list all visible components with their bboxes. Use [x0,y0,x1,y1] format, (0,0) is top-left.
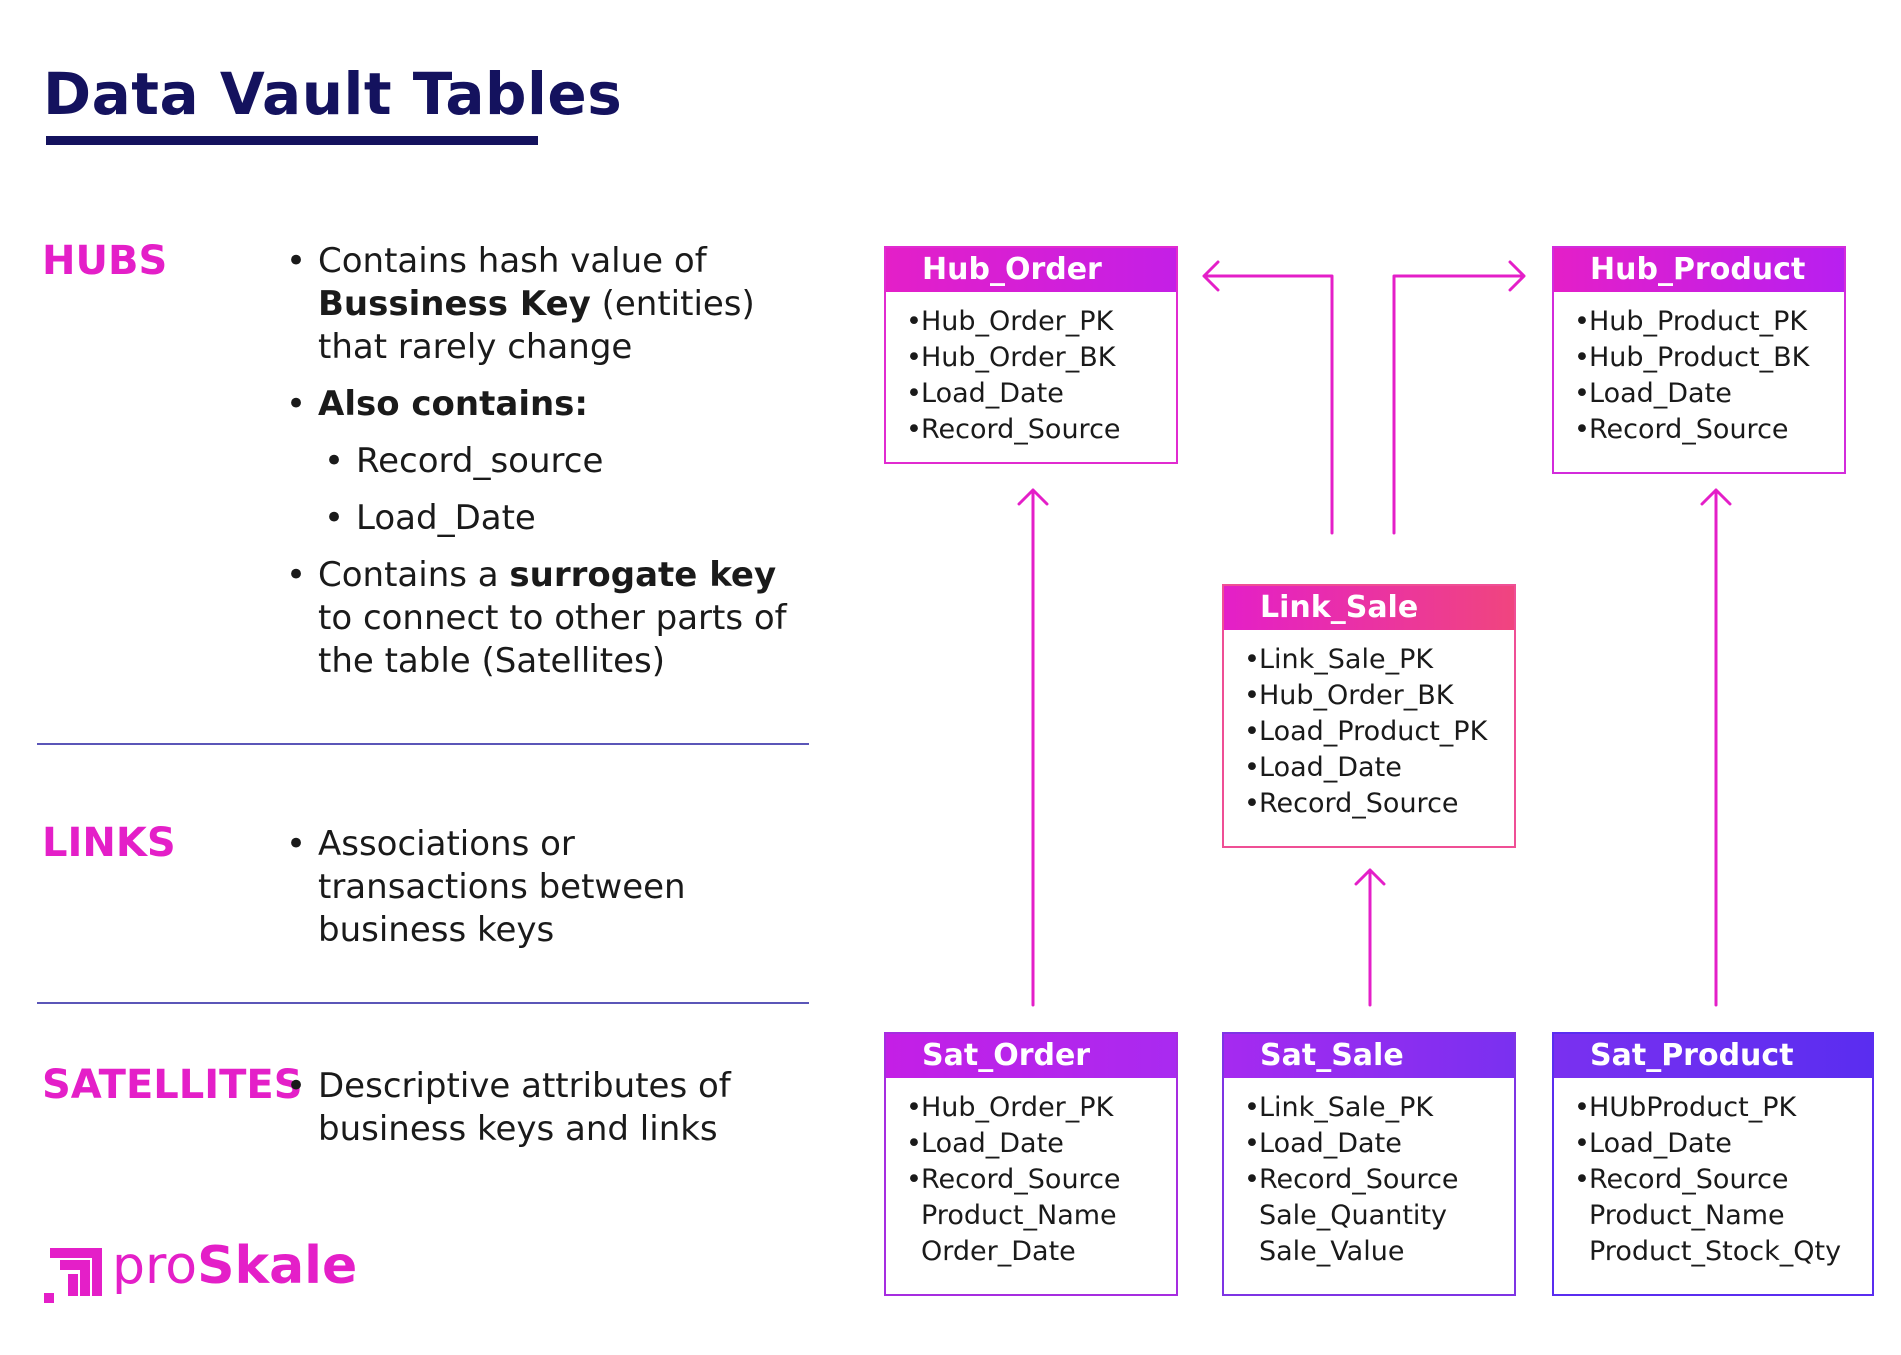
proskale-logo-icon [44,1248,102,1303]
field: Hub_Product_BK [1574,340,1844,376]
hubs-sub-bullet-2: Load_Date [324,497,806,540]
divider-1 [37,743,809,745]
field: Hub_Order_BK [1244,678,1514,714]
arrow-sat-sale-to-link-sale [1354,868,1386,1007]
field: Record_Source [906,1162,1176,1198]
field: Product_Stock_Qty [1589,1236,1842,1267]
field: Load_Date [906,1126,1176,1162]
table-hub-product[interactable]: Hub_Product Hub_Product_PK Hub_Product_B… [1552,246,1846,474]
field: Record_Source [1244,1162,1514,1198]
field: Load_Date [1244,1126,1514,1162]
table-title: Sat_Order [886,1034,1176,1078]
field-list: Hub_Product_PK Hub_Product_BK Load_Date … [1554,292,1844,448]
field-list: Hub_Order_PK Hub_Order_BK Load_Date Reco… [886,292,1176,448]
arrow-link-to-hub-order [1202,260,1334,535]
field: Sale_Quantity [1259,1200,1447,1231]
field: Link_Sale_PK [1244,1090,1514,1126]
field: Link_Sale_PK [1244,642,1514,678]
field: Hub_Order_PK [906,1090,1176,1126]
table-title: Sat_Product [1554,1034,1872,1078]
section-label-links: LINKS [42,820,176,866]
field: Record_Source [1244,786,1514,822]
hubs-bullet-1: Contains hash value of Bussiness Key (en… [286,240,806,369]
section-label-hubs: HUBS [42,238,168,284]
arrow-sat-product-to-hub-product [1700,488,1732,1007]
field-list: Link_Sale_PK Load_Date Record_Source Sal… [1224,1078,1514,1270]
hubs-bullets: Contains hash value of Bussiness Key (en… [286,240,806,697]
title-underline [46,136,538,145]
hubs-sub-bullet-1: Record_source [324,440,806,483]
field: Record_Source [1574,412,1844,448]
table-title: Link_Sale [1224,586,1514,630]
links-bullets: Associations or transactions between bus… [286,823,786,966]
table-hub-order[interactable]: Hub_Order Hub_Order_PK Hub_Order_BK Load… [884,246,1178,464]
table-sat-sale[interactable]: Sat_Sale Link_Sale_PK Load_Date Record_S… [1222,1032,1516,1296]
table-title: Sat_Sale [1224,1034,1514,1078]
satellites-bullet-1: Descriptive attributes of business keys … [286,1065,786,1151]
field: HUbProduct_PK [1574,1090,1872,1126]
hubs-bullet-2: Also contains: [286,383,806,426]
table-sat-order[interactable]: Sat_Order Hub_Order_PK Load_Date Record_… [884,1032,1178,1296]
proskale-logo-text: proSkale [112,1236,358,1296]
table-title: Hub_Product [1554,248,1844,292]
field: Load_Product_PK [1244,714,1514,750]
field: Product_Name [921,1200,1117,1231]
satellites-bullets: Descriptive attributes of business keys … [286,1065,786,1165]
field: Hub_Order_PK [906,304,1176,340]
arrow-link-to-hub-product [1392,260,1526,535]
section-label-satellites: SATELLITES [42,1062,303,1108]
table-sat-product[interactable]: Sat_Product HUbProduct_PK Load_Date Reco… [1552,1032,1874,1296]
table-title: Hub_Order [886,248,1176,292]
field: Load_Date [1574,1126,1872,1162]
hubs-bullet-3: Contains a surrogate key to connect to o… [286,554,806,683]
page-title: Data Vault Tables [43,60,623,128]
field: Record_Source [906,412,1176,448]
field: Product_Name [1589,1200,1785,1231]
field: Load_Date [1244,750,1514,786]
arrow-sat-order-to-hub-order [1017,488,1049,1007]
field: Record_Source [1574,1162,1872,1198]
links-bullet-1: Associations or transactions between bus… [286,823,786,952]
field: Load_Date [906,376,1176,412]
field: Order_Date [921,1236,1076,1267]
field: Hub_Product_PK [1574,304,1844,340]
divider-2 [37,1002,809,1004]
field: Load_Date [1574,376,1844,412]
field: Hub_Order_BK [906,340,1176,376]
field-list: Link_Sale_PK Hub_Order_BK Load_Product_P… [1224,630,1514,822]
table-link-sale[interactable]: Link_Sale Link_Sale_PK Hub_Order_BK Load… [1222,584,1516,848]
field-list: HUbProduct_PK Load_Date Record_Source Pr… [1554,1078,1872,1270]
field: Sale_Value [1259,1236,1405,1267]
field-list: Hub_Order_PK Load_Date Record_Source Pro… [886,1078,1176,1270]
